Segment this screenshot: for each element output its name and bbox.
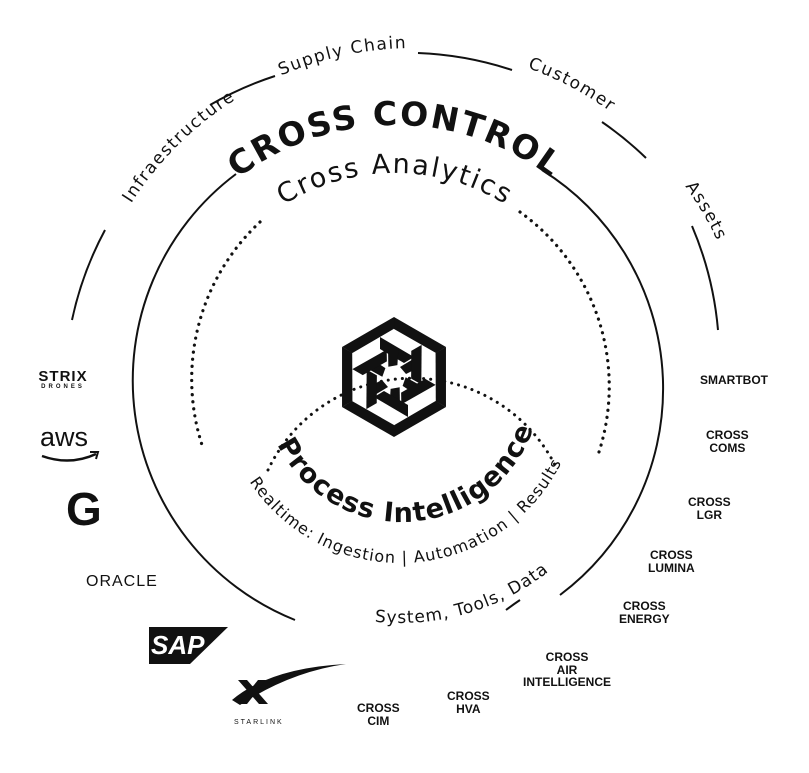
starlink-logo: STARLINK (234, 709, 284, 728)
main-ring (131, 169, 665, 621)
product-cross-energy: CROSS ENERGY (619, 599, 670, 626)
starlink-x-icon (238, 680, 268, 704)
oracle-wordmark: ORACLE (86, 573, 158, 590)
outer-label-infrastructure: Infraestructure (119, 86, 239, 206)
aws-wordmark: aws (40, 422, 89, 452)
label-cross-analytics: Cross Analytics (272, 149, 519, 211)
product-cross-cim: CROSS CIM (357, 701, 400, 728)
sap-logo: SAP (151, 630, 204, 660)
aws-logo: aws (40, 422, 88, 452)
google-logo: G (66, 484, 102, 534)
product-cross-hva: CROSS HVA (447, 689, 490, 716)
aws-smile-icon (41, 452, 97, 462)
google-g-icon: G (66, 483, 102, 535)
sap-logo-icon (149, 627, 228, 664)
oracle-logo: ORACLE (86, 571, 158, 591)
strix-wordmark: STRIX (38, 368, 88, 385)
aws-arrow-icon (90, 451, 100, 460)
outer-label-supply-chain: Supply Chain (275, 33, 407, 80)
inner-dotted-ring (266, 376, 557, 472)
product-cross-coms: CROSS COMS (706, 428, 749, 455)
hexagon-logo-icon (316, 301, 472, 453)
product-cross-lumina: CROSS LUMINA (648, 548, 695, 575)
starlink-wordmark: STARLINK (234, 719, 284, 726)
product-smartbot: SMARTBOT (700, 373, 768, 387)
product-cross-lgr: CROSS LGR (688, 495, 731, 522)
label-system-tools-data: System, Tools, Data (374, 559, 552, 628)
label-process-intelligence: Process Intelligence (271, 419, 540, 529)
strix-subtitle: DRONES (41, 384, 85, 390)
outer-label-customer: Customer (526, 54, 620, 116)
product-cross-air-intelligence: CROSS AIR INTELLIGENCE (523, 650, 612, 690)
analytics-dotted-ring (190, 210, 611, 457)
outer-label-assets: Assets (681, 178, 731, 244)
outer-ring (71, 52, 719, 331)
strix-logo: STRIX DRONES (28, 368, 98, 391)
sap-wordmark: SAP (151, 630, 205, 660)
